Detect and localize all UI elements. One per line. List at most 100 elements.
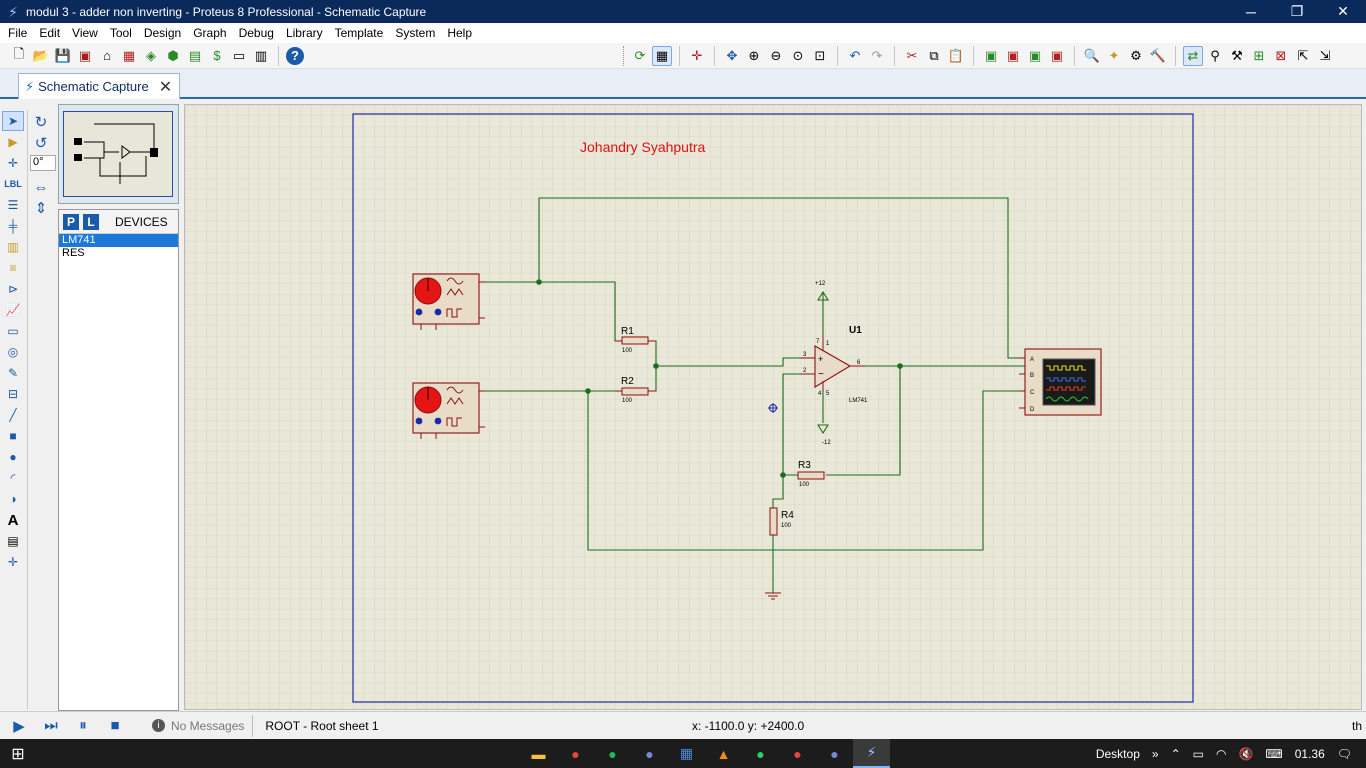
graph-mode-icon[interactable]: 📈 bbox=[5, 303, 21, 317]
open-folder-icon[interactable]: 📂 bbox=[32, 47, 50, 63]
keyboard-icon[interactable]: ⌨ bbox=[1265, 746, 1283, 761]
redo-icon[interactable]: ↷ bbox=[871, 47, 883, 63]
box-2d-icon[interactable]: ■ bbox=[9, 429, 17, 443]
copy-icon[interactable]: ⧉ bbox=[929, 47, 939, 63]
zoom-in-icon[interactable]: ⊕ bbox=[748, 47, 760, 63]
menu-help[interactable]: Help bbox=[447, 26, 473, 40]
gerber-icon[interactable]: ▤ bbox=[188, 47, 202, 63]
minimize-button[interactable]: ─ bbox=[1246, 3, 1256, 20]
pan-icon[interactable]: ✥ bbox=[726, 47, 738, 63]
menu-library[interactable]: Library bbox=[285, 26, 323, 40]
zoom-out-icon[interactable]: ⊖ bbox=[770, 47, 782, 63]
oscilloscope[interactable]: A B C D bbox=[1019, 348, 1102, 416]
decompose-icon[interactable]: 🔨 bbox=[1149, 47, 1167, 63]
notes-icon[interactable]: ▥ bbox=[254, 47, 268, 63]
schematic-canvas[interactable]: Johandry Syahputra bbox=[184, 104, 1362, 710]
resistor-r3[interactable]: R3 100 bbox=[797, 460, 825, 488]
spotify-icon[interactable]: ● bbox=[608, 745, 617, 762]
schematic-icon[interactable]: ▦ bbox=[122, 47, 136, 63]
pick-device-icon[interactable]: 🔍 bbox=[1083, 47, 1101, 63]
3d-viewer-icon[interactable]: ⬢ bbox=[167, 47, 179, 63]
toolbar-grip[interactable] bbox=[623, 45, 626, 66]
close-project-icon[interactable]: ▣ bbox=[78, 47, 92, 63]
make-device-icon[interactable]: ✦ bbox=[1108, 47, 1120, 63]
save-icon[interactable]: 💾 bbox=[54, 47, 72, 63]
rotate-anticlockwise-icon[interactable]: ↺ bbox=[34, 135, 48, 152]
pause-button[interactable]: ⏸ bbox=[79, 717, 87, 734]
paste-icon[interactable]: 📋 bbox=[947, 47, 965, 63]
undo-icon[interactable]: ↶ bbox=[849, 47, 861, 63]
maximize-button[interactable]: ❐ bbox=[1290, 3, 1304, 19]
rotation-angle-field[interactable]: 0° bbox=[30, 155, 56, 171]
component-mode-icon[interactable]: ▶ bbox=[8, 135, 18, 149]
battery-icon[interactable]: ▭ bbox=[1192, 746, 1204, 761]
tape-recorder-icon[interactable]: ▭ bbox=[7, 324, 19, 338]
close-button[interactable]: ✕ bbox=[1337, 3, 1349, 19]
probe-mode-icon[interactable]: ✎ bbox=[7, 366, 19, 380]
desktop-toolbar-label[interactable]: Desktop bbox=[1095, 746, 1140, 761]
virtual-instruments-icon[interactable]: ⊟ bbox=[7, 387, 19, 401]
library-manager-button[interactable]: L bbox=[83, 213, 99, 230]
menu-edit[interactable]: Edit bbox=[39, 26, 61, 40]
menu-template[interactable]: Template bbox=[334, 26, 384, 40]
cut-icon[interactable]: ✂ bbox=[906, 47, 918, 63]
block-copy-icon[interactable]: ▣ bbox=[984, 47, 998, 63]
symbol-2d-icon[interactable]: ▤ bbox=[7, 534, 19, 548]
vlc-icon[interactable]: ▲ bbox=[716, 745, 731, 762]
terminals-icon[interactable]: ≡ bbox=[9, 261, 17, 275]
menu-system[interactable]: System bbox=[395, 26, 436, 40]
windows-start-icon[interactable]: ⊞ bbox=[11, 745, 25, 763]
menu-debug[interactable]: Debug bbox=[238, 26, 274, 40]
message-indicator[interactable]: i No Messages bbox=[152, 719, 244, 733]
tray-chevron-icon[interactable]: » bbox=[1151, 746, 1159, 761]
refresh-icon[interactable]: ⟳ bbox=[634, 47, 646, 63]
file-explorer-icon[interactable]: ▬ bbox=[531, 745, 546, 762]
block-move-icon[interactable]: ▣ bbox=[1006, 47, 1020, 63]
pick-devices-button[interactable]: P bbox=[63, 213, 79, 230]
pcb-icon[interactable]: ◈ bbox=[146, 47, 156, 63]
text-2d-icon[interactable]: A bbox=[7, 511, 19, 529]
selection-mode-icon[interactable]: ➤ bbox=[2, 111, 24, 131]
generator-mode-icon[interactable]: ◎ bbox=[7, 345, 19, 359]
step-button[interactable]: ⏭ bbox=[44, 717, 58, 734]
chrome-profile-icon[interactable]: ● bbox=[793, 745, 802, 762]
remove-sheet-icon[interactable]: ⊠ bbox=[1275, 47, 1287, 63]
help-icon[interactable]: ? bbox=[286, 46, 304, 65]
power-terminal-minus12[interactable]: -12 bbox=[817, 424, 831, 446]
menu-view[interactable]: View bbox=[72, 26, 98, 40]
line-2d-icon[interactable]: ╱ bbox=[9, 408, 17, 422]
volume-muted-icon[interactable]: 🔇 bbox=[1238, 746, 1254, 761]
circle-2d-icon[interactable]: ● bbox=[9, 450, 17, 464]
grid-toggle-icon[interactable]: ▦ bbox=[652, 45, 672, 66]
flip-vertical-icon[interactable]: ⇕ bbox=[34, 200, 48, 217]
clock[interactable]: 01.36 bbox=[1294, 746, 1325, 761]
units-indicator[interactable]: th bbox=[1351, 718, 1362, 733]
opamp-u1[interactable]: + − 3 2 6 7 4 1 5 U1 LM741 bbox=[800, 325, 868, 404]
subcircuit-icon[interactable]: ▥ bbox=[7, 240, 19, 254]
menu-file[interactable]: File bbox=[8, 26, 28, 40]
block-rotate-icon[interactable]: ▣ bbox=[1028, 47, 1042, 63]
menu-graph[interactable]: Graph bbox=[193, 26, 227, 40]
origin-icon[interactable]: ✛ bbox=[691, 47, 703, 63]
menu-tool[interactable]: Tool bbox=[109, 26, 132, 40]
exit-to-parent-icon[interactable]: ⇱ bbox=[1297, 47, 1309, 63]
bom-icon[interactable]: $ bbox=[213, 48, 221, 63]
resistor-r4[interactable]: R4 100 bbox=[769, 507, 794, 536]
packaging-tool-icon[interactable]: ⚙ bbox=[1130, 47, 1142, 63]
text-script-icon[interactable]: ☰ bbox=[7, 198, 19, 212]
flip-horizontal-icon[interactable]: ⇔ bbox=[33, 178, 49, 196]
stop-button[interactable]: ■ bbox=[110, 717, 120, 734]
property-assignment-icon[interactable]: ⚒ bbox=[1231, 47, 1243, 63]
device-pins-icon[interactable]: ⊳ bbox=[7, 282, 19, 296]
show-hidden-icons-icon[interactable]: ⌃ bbox=[1170, 746, 1181, 761]
new-sheet-icon[interactable]: ⊞ bbox=[1253, 47, 1265, 63]
rotate-clockwise-icon[interactable]: ↻ bbox=[34, 114, 48, 131]
buses-icon[interactable]: ╪ bbox=[8, 219, 18, 233]
device-item-lm741[interactable]: LM741 bbox=[59, 234, 178, 247]
wire-label-icon[interactable]: LBL bbox=[4, 179, 22, 189]
source-code-icon[interactable]: ▭ bbox=[232, 47, 246, 63]
discord-icon[interactable]: ● bbox=[645, 745, 654, 762]
chrome-icon[interactable]: ● bbox=[571, 745, 580, 762]
marker-2d-icon[interactable]: ✛ bbox=[7, 555, 19, 569]
home-icon[interactable]: ⌂ bbox=[103, 48, 111, 63]
